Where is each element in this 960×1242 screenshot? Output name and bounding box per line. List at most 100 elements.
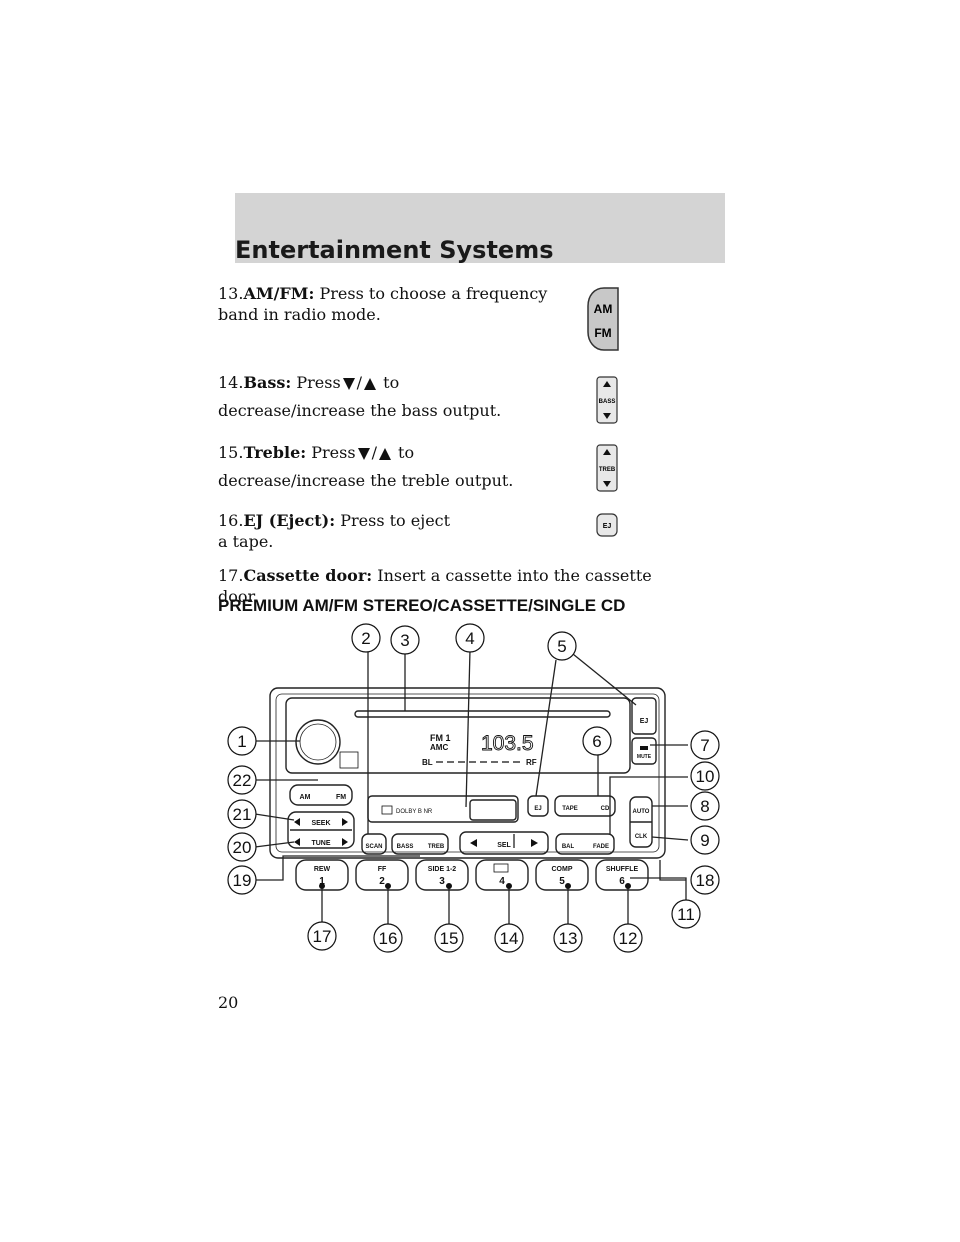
callout-3: 3 (400, 631, 409, 650)
phone-icon (640, 746, 648, 750)
item-text: to (398, 443, 415, 462)
preset-number: 6 (619, 876, 625, 887)
preset-5 (535, 859, 589, 891)
item-text: decrease/increase the bass output. (218, 401, 502, 420)
item-15: 15.Treble: Press / to decrease/increase t… (218, 442, 578, 491)
sel-button (459, 831, 549, 855)
bass-treb-button (391, 833, 449, 855)
item-text: Press to choose a frequency band in radi… (218, 284, 548, 324)
item-16: 16.EJ (Eject): Press to eject a tape. (218, 510, 458, 552)
down-arrow-icon (342, 377, 355, 390)
callout-15: 15 (440, 929, 459, 948)
preset-label: COMP (552, 866, 573, 873)
display-panel (285, 697, 631, 774)
page-header-title: Entertainment Systems (235, 236, 554, 264)
preset-number: 1 (319, 876, 325, 887)
up-arrow-icon (378, 447, 391, 460)
bal-label: BAL (562, 844, 575, 850)
seek-tune-button (287, 811, 355, 849)
item-term: EJ (Eject): (243, 511, 336, 530)
callout-14: 14 (500, 929, 519, 948)
sel-label: SEL (497, 842, 511, 849)
treb-label: TREB (428, 844, 445, 850)
display-rf: RF (526, 758, 537, 767)
am-label: AM (300, 794, 311, 801)
item-term: Treble: (243, 443, 307, 462)
display-dolby: DOLBY B NR (396, 809, 433, 815)
up-arrow-icon (364, 377, 377, 390)
faceplate (269, 687, 666, 859)
amfm-button (289, 784, 353, 806)
up-arrow-icon (603, 381, 611, 387)
callout-11: 11 (677, 905, 695, 924)
item-13: 13.AM/FM: Press to choose a frequency ba… (218, 283, 578, 325)
callout-7: 7 (700, 736, 709, 755)
tune-left-icon (294, 838, 300, 846)
eject-button-icon: EJ (596, 513, 618, 537)
sel-right-icon (531, 839, 538, 847)
preset-label: FF (378, 866, 387, 873)
preset-3 (415, 859, 469, 891)
ej-button (527, 795, 549, 817)
fade-label: FADE (593, 844, 609, 850)
callout-9: 9 (700, 831, 709, 850)
item-text: to (383, 373, 400, 392)
preset-2 (355, 859, 409, 891)
callout-6: 6 (592, 732, 601, 751)
preset-number: 3 (439, 876, 445, 887)
display-bl: BL (422, 758, 433, 767)
display-band: FM 1 (430, 733, 451, 743)
display-amc: AMC (430, 743, 448, 752)
cd-label: CD (601, 806, 610, 812)
callout-18: 18 (696, 871, 715, 890)
callout-4: 4 (465, 629, 474, 648)
down-arrow-icon (603, 413, 611, 419)
item-term: Cassette door: (243, 566, 373, 585)
item-term: AM/FM: (243, 284, 315, 303)
mute-button (631, 737, 657, 765)
treb-label: TREB (599, 467, 616, 473)
callout-21: 21 (233, 805, 252, 824)
item-number: 17. (218, 566, 244, 585)
tune-label: TUNE (311, 840, 330, 847)
tape-label: TAPE (562, 806, 578, 812)
fm-label: FM (336, 794, 346, 801)
scan-button (361, 833, 387, 855)
preset-label: SIDE 1-2 (428, 866, 457, 873)
radio-diagram: FM 1 AMC 103.5 BL RF DOLBY B NR EJ MUTE … (227, 623, 720, 953)
item-text: Press (296, 373, 341, 392)
preset-number: 4 (499, 876, 505, 887)
preset-4 (475, 859, 529, 891)
item-text: / (356, 373, 363, 392)
clk-label: CLK (635, 834, 648, 840)
preset-label: SHUFFLE (606, 866, 639, 873)
ej-label: EJ (534, 806, 541, 812)
cd-slot (354, 710, 611, 718)
item-number: 15. (218, 443, 244, 462)
item-text: / (371, 443, 377, 462)
down-arrow-icon (603, 481, 611, 487)
callout-2: 2 (361, 629, 370, 648)
callout-16: 16 (379, 929, 398, 948)
bal-fade-button (555, 833, 615, 855)
item-number: 16. (218, 511, 244, 530)
preset-number: 5 (559, 876, 565, 887)
section-title: PREMIUM AM/FM STEREO/CASSETTE/SINGLE CD (218, 596, 626, 615)
callout-17: 17 (313, 927, 332, 946)
volume-knob (295, 719, 341, 765)
dolby-preset-icon (493, 863, 509, 873)
preset-6 (595, 859, 649, 891)
bass-label: BASS (599, 399, 616, 405)
mute-label: MUTE (637, 754, 652, 760)
tune-right-icon (342, 838, 348, 846)
seek-label: SEEK (311, 820, 330, 827)
display-frequency: 103.5 (481, 732, 534, 755)
item-text: Press (311, 443, 356, 462)
item-term: Bass: (243, 373, 292, 392)
bass-label: BASS (397, 844, 414, 850)
ej-top-button (631, 697, 657, 735)
item-text: decrease/increase the treble output. (218, 471, 514, 490)
amfm-button-icon: AM FM (587, 287, 619, 351)
item-number: 13. (218, 284, 244, 303)
callout-5: 5 (557, 637, 566, 656)
